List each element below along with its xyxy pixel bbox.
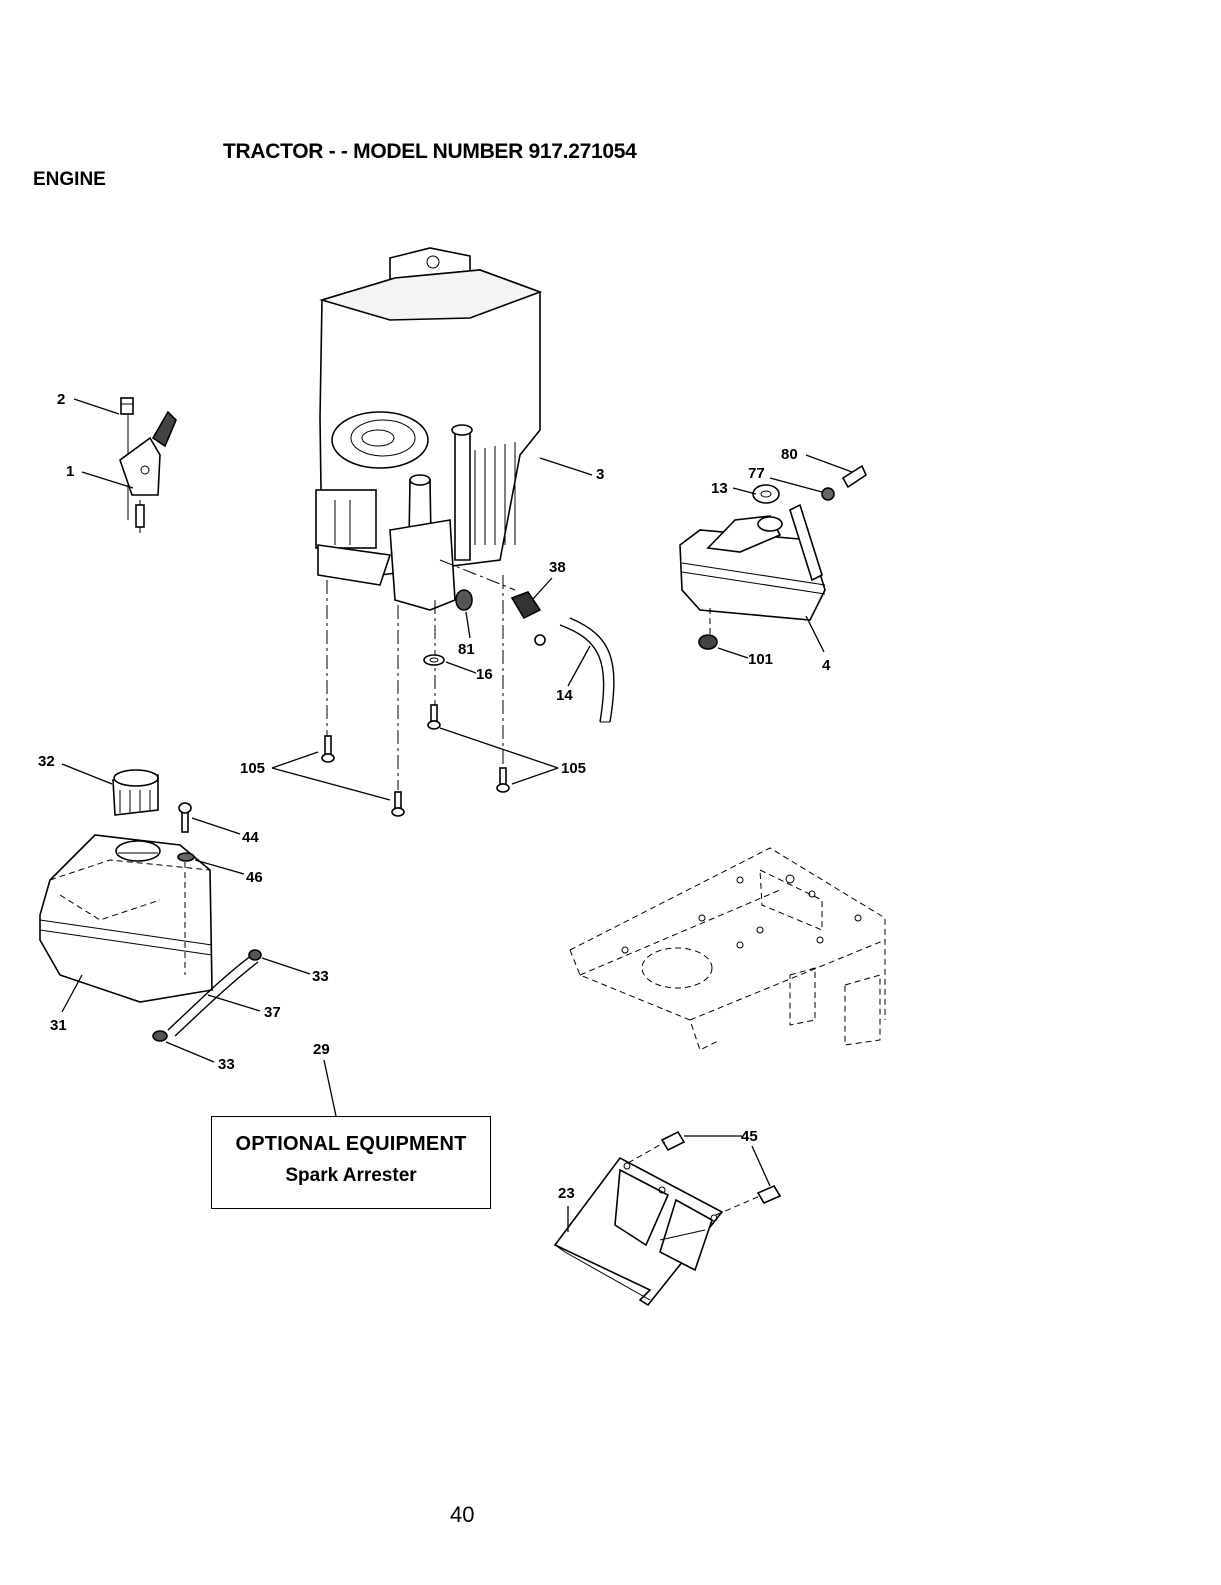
callout-105-left-label: 105: [240, 760, 265, 777]
engine-block: [316, 248, 540, 610]
callout-arrester-pointer: 29: [313, 1041, 336, 1116]
callout-muffler-gasket: 13: [711, 480, 756, 497]
muffler-gasket: [753, 485, 779, 503]
callout-fuel-line-engine: 14: [556, 646, 590, 704]
callout-fuel-line: 37: [208, 995, 281, 1021]
tank-washer: [178, 853, 194, 861]
callout-101-label: 101: [748, 651, 773, 668]
callout-fitting: 38: [532, 559, 566, 600]
callout-4-label: 4: [822, 657, 831, 674]
callout-3-label: 3: [596, 466, 604, 483]
throttle-control-assembly: [120, 398, 176, 533]
muffler-washer: [822, 488, 834, 500]
tank-screw: [179, 803, 191, 832]
callout-38-label: 38: [549, 559, 566, 576]
optional-equipment-item: Spark Arrester: [212, 1165, 490, 1187]
callout-77-label: 77: [748, 465, 765, 482]
fuel-line-engine: [560, 618, 614, 722]
callout-31-label: 31: [50, 1017, 67, 1034]
callout-13-label: 13: [711, 480, 728, 497]
fuel-cap: [113, 770, 158, 815]
chassis-mounting-plate: [570, 848, 885, 1050]
callout-arrester-screws: 45: [684, 1128, 770, 1186]
callout-clamp-upper: 33: [262, 958, 329, 985]
callout-105-right-label: 105: [561, 760, 586, 777]
callout-washer: 16: [446, 662, 493, 683]
callout-muffler-bolt: 80: [781, 446, 852, 472]
optional-equipment-heading: OPTIONAL EQUIPMENT: [212, 1133, 490, 1156]
callout-muffler-nut: 101: [718, 648, 773, 668]
callout-grommet: 81: [458, 612, 475, 658]
callout-32-label: 32: [38, 753, 55, 770]
callout-throttle-screw: 2: [57, 391, 119, 414]
callout-80-label: 80: [781, 446, 798, 463]
muffler-bolt: [843, 466, 866, 487]
callout-2-label: 2: [57, 391, 65, 408]
muffler: [680, 505, 825, 620]
washer: [424, 655, 444, 665]
callout-clamp-lower: 33: [166, 1042, 235, 1073]
grommet: [456, 590, 472, 610]
callout-45-label: 45: [741, 1128, 758, 1145]
muffler-nut: [699, 635, 717, 649]
callout-23-label: 23: [558, 1185, 575, 1202]
engine-bolts: [322, 705, 509, 816]
optional-equipment-box: OPTIONAL EQUIPMENT Spark Arrester: [211, 1116, 491, 1209]
callout-29-label: 29: [313, 1041, 330, 1058]
callout-engine: 3: [540, 458, 604, 483]
callout-14-label: 14: [556, 687, 573, 704]
callout-bolt-right: 105: [440, 728, 586, 784]
callout-bolt-left: 105: [240, 752, 390, 800]
callout-1-label: 1: [66, 463, 74, 480]
callout-37-label: 37: [264, 1004, 281, 1021]
fuel-fitting: [512, 592, 545, 645]
callout-33-lower-label: 33: [218, 1056, 235, 1073]
spark-arrester: [555, 1158, 722, 1305]
callout-81-label: 81: [458, 641, 475, 658]
callout-16-label: 16: [476, 666, 493, 683]
callout-fuel-cap: 32: [38, 753, 112, 784]
callout-46-label: 46: [246, 869, 263, 886]
callout-44-label: 44: [242, 829, 259, 846]
callout-tank-screw: 44: [192, 818, 259, 846]
callout-33-upper-label: 33: [312, 968, 329, 985]
page-number: 40: [450, 1502, 474, 1528]
callout-fuel-tank: 31: [50, 975, 82, 1034]
callout-muffler: 4: [806, 616, 831, 674]
